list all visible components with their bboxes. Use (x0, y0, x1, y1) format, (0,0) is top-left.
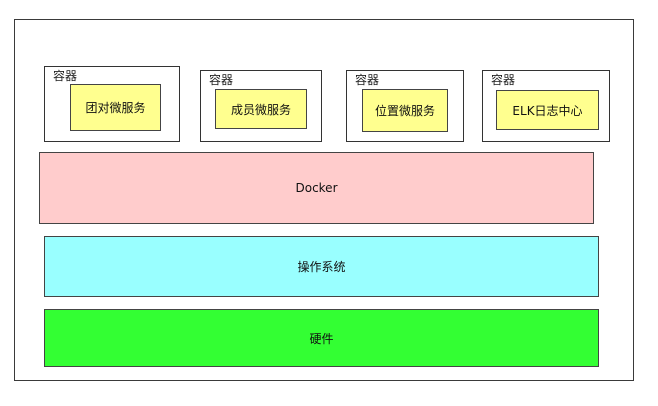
service-box-location: 位置微服务 (362, 89, 448, 132)
docker-layer-label: Docker (295, 181, 338, 195)
hardware-layer-label: 硬件 (309, 331, 334, 346)
service-label: 团对微服务 (85, 101, 146, 115)
hardware-layer: 硬件 (44, 309, 599, 367)
service-label: 位置微服务 (374, 104, 435, 118)
container-label: 容器 (209, 73, 234, 87)
service-box-team: 团对微服务 (70, 84, 161, 131)
service-box-member: 成员微服务 (215, 89, 307, 129)
service-label: 成员微服务 (230, 102, 291, 117)
container-label: 容器 (355, 73, 380, 87)
docker-layer: Docker (39, 152, 594, 224)
os-layer-label: 操作系统 (297, 260, 346, 274)
container-label: 容器 (491, 73, 516, 87)
service-box-elk: ELK日志中心 (496, 90, 599, 130)
os-layer: 操作系统 (44, 236, 599, 297)
container-label: 容器 (53, 69, 78, 83)
service-label: ELK日志中心 (512, 103, 583, 118)
